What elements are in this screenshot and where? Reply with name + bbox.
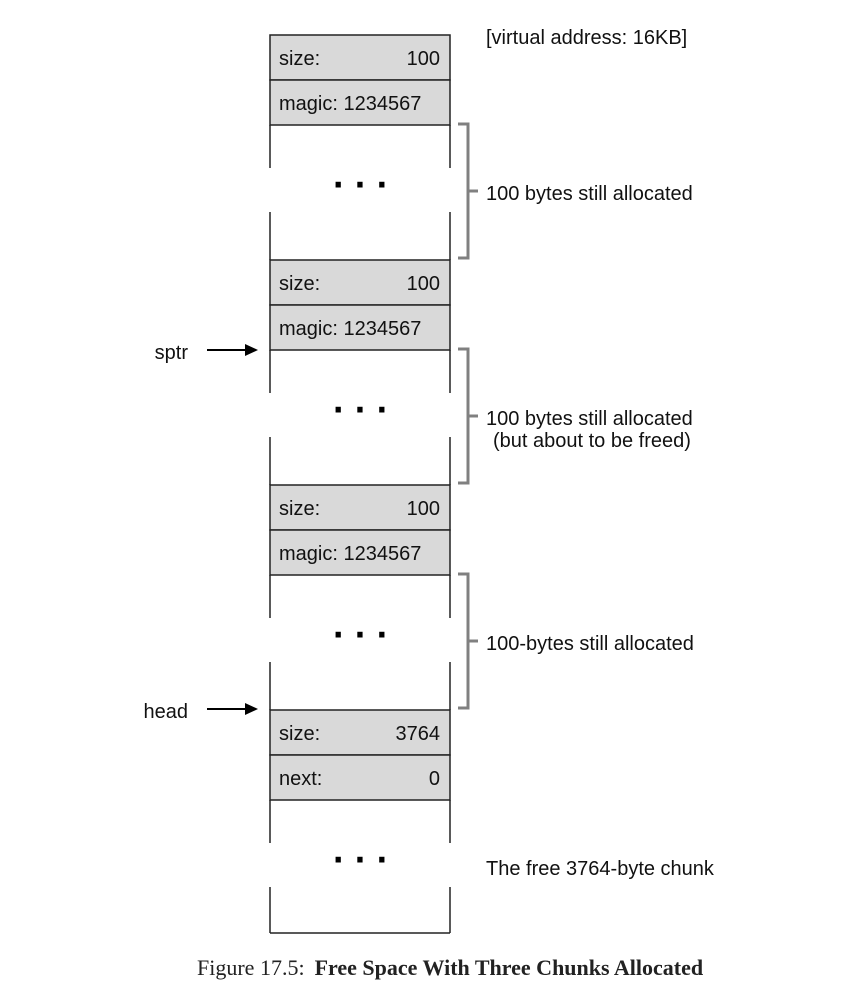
chunk-1-bracket-label: 100 bytes still allocated <box>486 183 693 205</box>
chunk-3-bracket-label: 100-bytes still allocated <box>486 633 694 655</box>
chunk-3-magic-label: magic: 1234567 <box>279 543 421 565</box>
pointer-sptr-label: sptr <box>155 342 189 364</box>
chunk-2-ellipsis: · · · <box>332 393 387 428</box>
chunk-2-size-value: 100 <box>407 273 440 295</box>
free-chunk-size-cell <box>269 709 451 756</box>
free-chunk-next-cell <box>269 754 451 801</box>
chunk-2-bracket-label-line-1: 100 bytes still allocated <box>486 408 693 430</box>
chunk-1-size-key: size: <box>279 48 320 70</box>
chunk-2: size: 100 magic: 1234567 · · · 100 bytes… <box>269 259 693 485</box>
chunk-2-size-key: size: <box>279 273 320 295</box>
chunk-3-magic-cell <box>269 529 451 576</box>
pointer-sptr-arrow-head <box>245 344 258 356</box>
chunk-3: size: 100 magic: 1234567 · · · 100-bytes… <box>269 484 694 710</box>
chunk-3-size-value: 100 <box>407 498 440 520</box>
virtual-address-label: [virtual address: 16KB] <box>486 27 687 49</box>
chunk-3-bracket <box>458 572 478 710</box>
free-chunk: size: 3764 next: 0 · · · The free 3764-b… <box>269 709 715 934</box>
chunk-2-bracket <box>458 347 478 485</box>
chunk-2-magic-label: magic: 1234567 <box>279 318 421 340</box>
chunk-2-size-cell <box>269 259 451 306</box>
chunk-1-ellipsis: · · · <box>332 168 387 203</box>
chunk-3-ellipsis: · · · <box>332 618 387 653</box>
chunk-2-bracket-label-line-2: (but about to be freed) <box>493 430 691 452</box>
free-chunk-next-key: next: <box>279 768 322 790</box>
chunk-3-size-key: size: <box>279 498 320 520</box>
chunk-2-magic-cell <box>269 304 451 351</box>
free-chunk-next-value: 0 <box>429 768 440 790</box>
chunk-1-magic-cell <box>269 79 451 126</box>
pointer-head-label: head <box>144 701 189 723</box>
chunk-1-bracket <box>458 122 478 260</box>
figure-caption-number: Figure 17.5: <box>197 955 305 980</box>
free-chunk-size-value: 3764 <box>396 723 441 745</box>
chunk-1-size-value: 100 <box>407 48 440 70</box>
free-chunk-label: The free 3764-byte chunk <box>486 858 715 880</box>
chunk-1: size: 100 magic: 1234567 · · · 100 bytes… <box>269 34 693 260</box>
chunk-1-size-cell <box>269 34 451 81</box>
figure-caption: Figure 17.5: Free Space With Three Chunk… <box>197 955 703 980</box>
chunk-3-size-cell <box>269 484 451 531</box>
pointer-sptr: sptr <box>155 342 258 364</box>
free-chunk-ellipsis: · · · <box>332 843 387 878</box>
pointer-head-arrow-head <box>245 703 258 715</box>
free-chunk-size-key: size: <box>279 723 320 745</box>
pointer-head: head <box>144 701 258 723</box>
chunk-1-magic-label: magic: 1234567 <box>279 93 421 115</box>
figure-caption-title: Free Space With Three Chunks Allocated <box>315 955 704 980</box>
